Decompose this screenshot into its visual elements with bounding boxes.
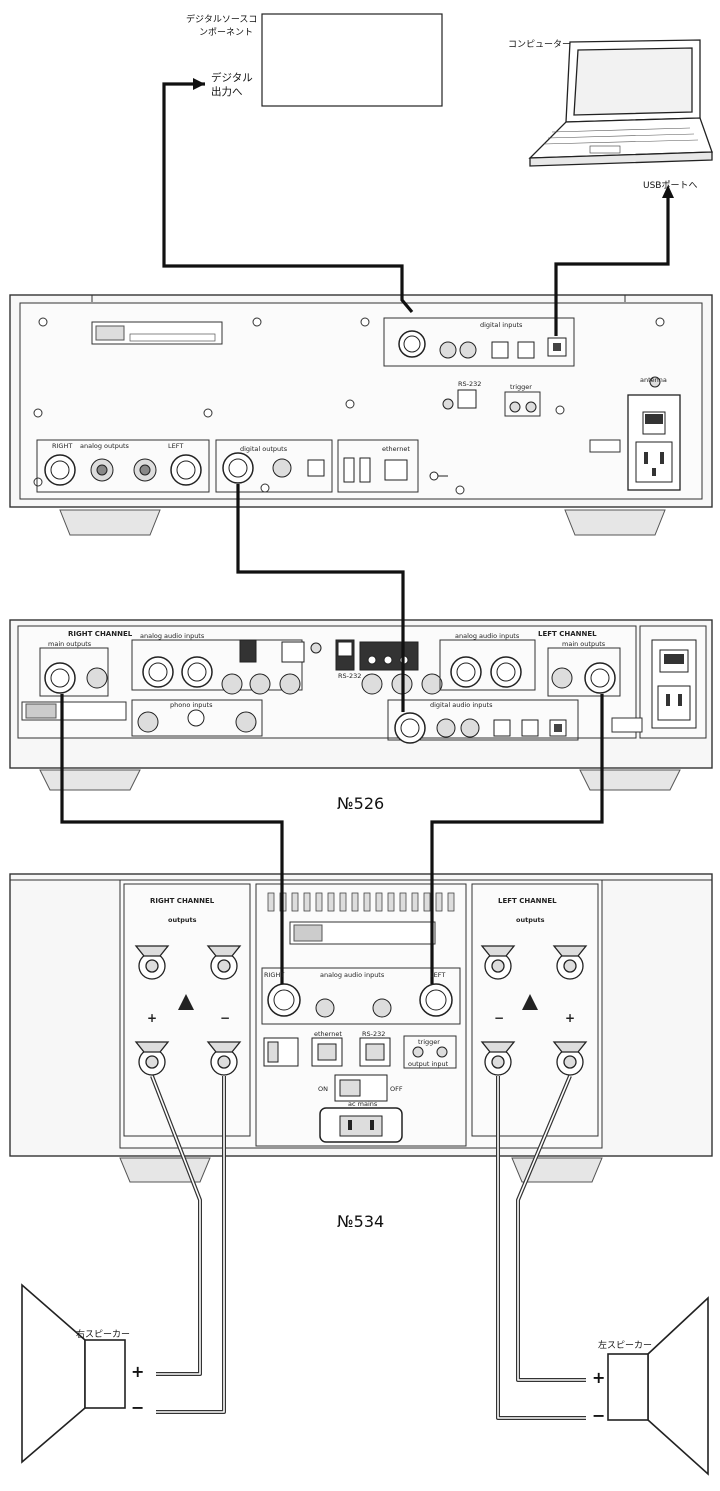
svg-text:−: −: [494, 1011, 504, 1025]
label-analog-audio-inputs-right: analog audio inputs: [140, 632, 205, 640]
amp-polarity-marks: + − − +: [147, 1011, 575, 1025]
label-ethernet-amp: ethernet: [314, 1030, 342, 1038]
computer-label: コンピューター: [508, 40, 572, 50]
label-outputs-right: outputs: [168, 916, 197, 924]
amplifier-534-rear-panel: [9, 873, 713, 1183]
svg-text:+: +: [147, 1011, 157, 1025]
left-speaker-label: 左スピーカー: [598, 1341, 653, 1351]
label-analog-audio-inputs-amp: analog audio inputs: [320, 971, 385, 979]
label-right-channel-preamp: RIGHT CHANNEL: [68, 630, 133, 638]
label-on: ON: [318, 1085, 328, 1093]
preamp-526-rear-panel: [9, 619, 713, 791]
cable-left-main: [430, 694, 604, 984]
label-left-channel-amp: LEFT CHANNEL: [498, 897, 557, 905]
label-antenna: antenna: [640, 376, 667, 384]
right-speaker-icon: [21, 1283, 126, 1464]
usb-port-label: USBポートへ: [643, 181, 698, 191]
svg-text:−: −: [220, 1011, 230, 1025]
label-digital-inputs: digital inputs: [480, 321, 523, 329]
model-534-label: №534: [337, 1212, 385, 1231]
cable-digital-link: [236, 484, 405, 712]
label-analog-outputs: analog outputs: [80, 442, 130, 450]
label-ac-mains: ac mains: [348, 1100, 378, 1108]
cable-usb: [554, 194, 670, 336]
label-left-amp: LEFT: [430, 971, 445, 979]
cable-digital-source: [162, 82, 414, 314]
digital-unit-rear-panel: [9, 294, 713, 536]
label-main-outputs-left: main outputs: [562, 640, 606, 648]
label-rs232-preamp: RS-232: [338, 672, 361, 680]
cables: [60, 78, 674, 984]
label-trigger-amp: trigger: [418, 1038, 440, 1046]
laptop-icon: [528, 39, 713, 167]
label-ethernet-top: ethernet: [382, 445, 410, 453]
digital-source-label-line2: ンポーネント: [199, 28, 254, 38]
left-speaker-minus: −: [592, 1406, 606, 1425]
right-speaker-plus: +: [131, 1362, 145, 1381]
label-right-channel-amp: RIGHT CHANNEL: [150, 897, 215, 905]
right-speaker-label: 右スピーカー: [76, 1330, 131, 1340]
svg-text:+: +: [565, 1011, 575, 1025]
label-rs232-top: RS-232: [458, 380, 481, 388]
label-phono-inputs: phono inputs: [170, 701, 213, 709]
panel-text: digital inputs digital outputs analog ou…: [48, 321, 667, 1108]
label-analog-audio-inputs-left: analog audio inputs: [455, 632, 520, 640]
label-left-channel-preamp: LEFT CHANNEL: [538, 630, 597, 638]
label-off: OFF: [390, 1085, 403, 1093]
label-output-input-amp: output input: [408, 1060, 449, 1068]
label-right-top: RIGHT: [52, 442, 72, 450]
left-speaker-plus: +: [592, 1368, 606, 1387]
label-digital-outputs: digital outputs: [240, 445, 288, 453]
label-digital-audio-inputs: digital audio inputs: [430, 701, 493, 709]
digital-source-component: [261, 13, 443, 107]
right-speaker-minus: −: [131, 1398, 145, 1417]
label-main-outputs-right: main outputs: [48, 640, 92, 648]
digital-out-label-line1: デジタル: [211, 72, 253, 84]
label-outputs-left: outputs: [516, 916, 545, 924]
digital-source-label-line1: デジタルソースコ: [186, 15, 258, 25]
model-526-label: №526: [337, 794, 385, 813]
label-trigger-top: trigger: [510, 383, 532, 391]
digital-out-label-line2: 出力へ: [211, 86, 243, 98]
left-speaker-icon: [607, 1296, 709, 1476]
label-left-top: LEFT: [168, 442, 183, 450]
label-right-amp: RIGHT: [264, 971, 284, 979]
label-rs232-amp: RS-232: [362, 1030, 385, 1038]
speaker-cables: [150, 1075, 586, 1420]
cable-right-main: [60, 694, 284, 984]
